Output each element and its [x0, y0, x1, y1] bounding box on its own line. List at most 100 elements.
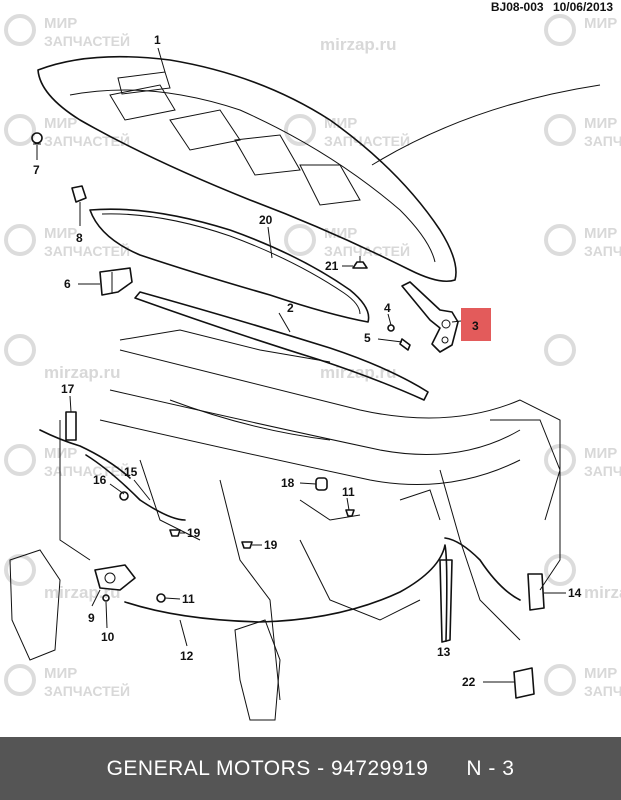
- watermark-logo: МИР ЗАПЧАСТЕЙ: [4, 14, 130, 49]
- watermark-logo: mirzap.ru: [544, 554, 621, 602]
- watermark-line1: МИР: [584, 445, 617, 462]
- hood-release-handle: [439, 559, 453, 643]
- callout-10[interactable]: 10: [101, 630, 115, 644]
- callout-4[interactable]: 4: [384, 301, 391, 315]
- callout-13[interactable]: 13: [437, 645, 451, 659]
- watermark-line1: МИР: [324, 225, 357, 242]
- callout-9[interactable]: 9: [88, 611, 95, 625]
- parts-diagram: МИР ЗАПЧАСТЕЙ МИР mirzap.ru МИР ЗАПЧАСТЕ…: [4, 14, 621, 721]
- cable-clip: [169, 529, 181, 537]
- watermark-logo: МИР ЗАПЧАСТЕЙ: [284, 224, 410, 259]
- insulator-grommet: [352, 256, 368, 269]
- callout-19a[interactable]: 19: [187, 526, 201, 540]
- watermark-site: mirzap.ru: [584, 583, 621, 602]
- callout-11a[interactable]: 11: [182, 592, 195, 606]
- cable-clip: [241, 541, 253, 549]
- footer-part-number: GENERAL MOTORS - 94729919: [106, 756, 429, 780]
- callout-5[interactable]: 5: [364, 331, 371, 345]
- latch-bolt: [102, 594, 110, 602]
- prop-rod-clip: [71, 185, 87, 203]
- hinge-nut: [387, 324, 395, 332]
- watermark-logo: [544, 334, 576, 366]
- diagram-date: 10/06/2013: [552, 0, 613, 14]
- prop-rod-support: [65, 411, 77, 441]
- callout-18[interactable]: 18: [281, 476, 295, 490]
- hood-latch: [94, 564, 136, 591]
- watermark-logo: МИР ЗАПЧАСТЕЙ: [544, 224, 621, 259]
- hood-release-cable: [85, 454, 521, 641]
- watermark-line2: ЗАПЧАСТЕЙ: [324, 132, 410, 149]
- watermark-line2: ЗАПЧАСТЕЙ: [324, 242, 410, 259]
- callout-16[interactable]: 16: [93, 473, 107, 487]
- hood-panel: [37, 55, 457, 283]
- watermark-site: mirzap.ru: [44, 363, 121, 382]
- callout-22[interactable]: 22: [462, 675, 476, 689]
- diagram-header: BJ08-003 10/06/2013: [485, 0, 613, 14]
- callout-8[interactable]: 8: [76, 231, 83, 245]
- watermark-logo: МИР: [544, 14, 617, 46]
- leader-lines: [36, 47, 566, 683]
- watermark-line2: ЗАПЧАСТЕЙ: [44, 32, 130, 49]
- callout-17[interactable]: 17: [61, 382, 75, 396]
- callout-19b[interactable]: 19: [264, 538, 278, 552]
- callout-labels: 1 2 3 4 5 6 7 8 9 10 11 11 12 13 14 15 1…: [33, 33, 582, 689]
- watermark-site: mirzap.ru: [320, 35, 397, 54]
- hood-latch-bracket: [99, 267, 133, 296]
- watermark-line2: ЗАПЧАСТЕЙ: [584, 242, 621, 259]
- watermark-logo: МИР ЗАПЧАСТЕЙ: [4, 114, 130, 149]
- callout-3[interactable]: 3: [472, 319, 479, 333]
- watermark-logo: МИР ЗАПЧАСТЕЙ: [4, 224, 130, 259]
- callout-20[interactable]: 20: [259, 213, 273, 227]
- watermark-logo: МИР ЗАПЧАСТЕЙ: [544, 114, 621, 149]
- callout-14[interactable]: 14: [568, 586, 582, 600]
- watermark-line1: МИР: [44, 665, 77, 682]
- watermark-line1: МИР: [44, 115, 77, 132]
- hood-bumper-stop: [31, 132, 43, 145]
- highlight-box[interactable]: [461, 308, 491, 341]
- watermark-line2: ЗАПЧАСТЕЙ: [584, 682, 621, 699]
- callout-21[interactable]: 21: [325, 259, 339, 273]
- cable-grommet: [156, 593, 166, 603]
- callout-11b[interactable]: 11: [342, 485, 355, 499]
- watermark-logo: МИР ЗАПЧАСТЕЙ: [4, 664, 130, 699]
- watermark-line2: ЗАПЧАСТЕЙ: [44, 462, 130, 479]
- watermark-line1: МИР: [324, 115, 357, 132]
- footer-page: N - 3: [466, 756, 515, 780]
- hood-front-seal: [134, 291, 429, 401]
- watermark-logo: mirzap.ru: [4, 554, 121, 602]
- watermark-line2: ЗАПЧАСТЕЙ: [584, 462, 621, 479]
- callout-1[interactable]: 1: [154, 33, 161, 47]
- hood-bumper: [315, 477, 328, 491]
- watermark-line1: МИР: [584, 115, 617, 132]
- hood-prop-rod: [39, 429, 131, 479]
- latch-support-bracket: [513, 667, 535, 699]
- watermark-line1: МИР: [44, 15, 77, 32]
- windshield-outline: [371, 84, 601, 166]
- watermark-logo: МИР ЗАПЧАСТЕЙ: [284, 114, 410, 149]
- watermark-logo: МИР ЗАПЧАСТЕЙ: [544, 664, 621, 699]
- diagram-code: BJ08-003: [490, 0, 544, 14]
- callout-6[interactable]: 6: [64, 277, 71, 291]
- watermark-line1: МИР: [584, 15, 617, 32]
- footer-bar: GENERAL MOTORS - 94729919 N - 3: [0, 737, 621, 800]
- secondary-latch: [527, 573, 545, 611]
- watermark-logo: МИР ЗАПЧАСТЕЙ: [4, 444, 130, 479]
- callout-12[interactable]: 12: [180, 649, 194, 663]
- watermark-line2: ЗАПЧАСТЕЙ: [44, 242, 130, 259]
- watermark-line1: МИР: [44, 225, 77, 242]
- callout-2[interactable]: 2: [287, 301, 294, 315]
- callout-15[interactable]: 15: [124, 465, 138, 479]
- watermark-line1: МИР: [44, 445, 77, 462]
- watermark-logo: mirzap.ru: [4, 334, 121, 382]
- hinge-bolt: [399, 338, 411, 351]
- callout-7[interactable]: 7: [33, 163, 40, 177]
- watermark-line2: ЗАПЧАСТЕЙ: [44, 682, 130, 699]
- cable-grommet: [345, 509, 355, 517]
- watermark-line1: МИР: [584, 225, 617, 242]
- front-body-structure: [9, 329, 561, 721]
- watermark-line2: ЗАПЧАСТЕЙ: [584, 132, 621, 149]
- prop-rod-retainer: [119, 491, 129, 501]
- watermark-line1: МИР: [584, 665, 617, 682]
- hood-hinge: [401, 281, 459, 353]
- watermark-layer: МИР ЗАПЧАСТЕЙ МИР mirzap.ru МИР ЗАПЧАСТЕ…: [4, 14, 621, 699]
